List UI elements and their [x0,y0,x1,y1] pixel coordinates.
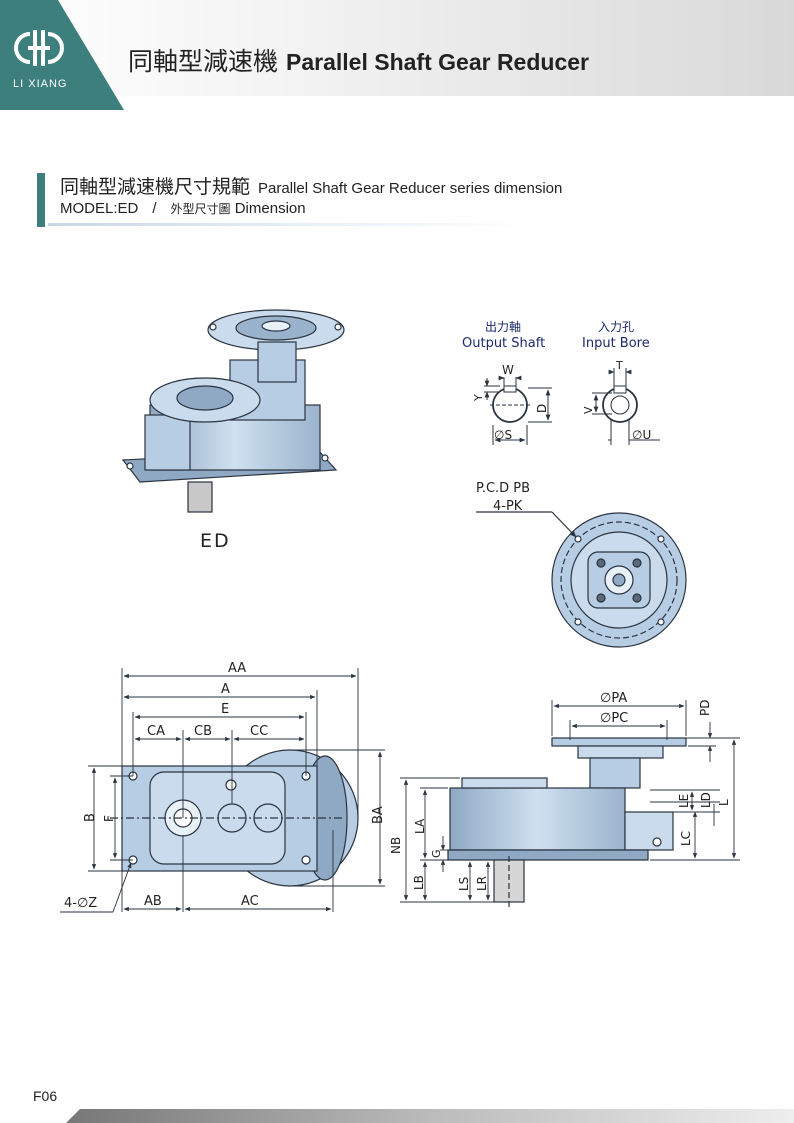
dimension-label-zh: 外型尺寸圖 [170,202,231,216]
dim-A: A [221,682,230,697]
dim-Z: 4-∅Z [64,896,97,911]
dim-CA: CA [147,724,165,739]
dim-E: E [221,702,229,717]
dim-CC: CC [250,724,268,739]
dim-U: ∅U [632,428,651,442]
logo-panel [0,0,124,110]
section-subtitle: MODEL:ED / 外型尺寸圖 Dimension [60,200,306,217]
dim-T: T [615,359,623,372]
dim-NB: NB [389,837,403,854]
output-shaft-diagram [484,375,552,445]
model-label: MODEL:ED [60,200,139,217]
holes-label: 4-PK [493,499,523,514]
dim-B: B [83,813,98,822]
page-number: F06 [33,1088,58,1104]
dim-PC: ∅PC [600,711,628,726]
dim-LD: LD [699,792,713,808]
product-label: ED [200,530,231,552]
dim-BA: BA [371,806,386,824]
section-accent-bar [37,173,45,227]
input-bore-label-en: Input Bore [582,336,650,351]
dimension-label-en: Dimension [234,200,306,217]
dim-CB: CB [194,724,212,739]
dim-AB: AB [144,894,162,909]
page-title: 同軸型減速機 Parallel Shaft Gear Reducer [128,42,589,78]
dim-LB: LB [412,875,426,890]
section-title-en: Parallel Shaft Gear Reducer series dimen… [258,180,563,197]
dim-AA: AA [228,661,246,676]
logo-text: LI XIANG [13,78,68,90]
input-bore-label-zh: 入力孔 [598,320,634,334]
dim-AC: AC [241,894,259,909]
front-view-dimensions [60,668,385,913]
dim-W: W [502,363,514,377]
page-title-zh: 同軸型減速機 [128,47,279,76]
dim-LC: LC [679,831,693,846]
product-3d-image [121,309,345,513]
dim-L: L [717,799,731,806]
dim-Y: Y [472,394,485,402]
dim-S: ∅S [494,428,512,442]
dim-F: F [102,815,116,822]
section-title-zh: 同軸型減速機尺寸規範 [60,176,251,198]
section-title: 同軸型減速機尺寸規範 Parallel Shaft Gear Reducer se… [60,172,562,199]
lixiang-logo-icon [14,30,64,66]
dim-D: D [535,404,549,413]
dim-LR: LR [475,876,489,891]
dim-G: G [430,849,443,858]
section-underline [48,223,538,226]
dim-PD: PD [698,700,712,716]
side-view [447,737,687,908]
footer-bar [66,1109,794,1123]
output-shaft-label-zh: 出力軸 [485,320,521,334]
pcd-label: P.C.D PB [476,481,530,496]
separator: / [152,200,157,217]
input-bore-diagram [592,368,660,445]
flange-view [476,511,687,648]
dim-LE: LE [677,794,691,808]
dim-LS: LS [457,877,471,891]
dim-LA: LA [413,818,427,834]
page-title-en: Parallel Shaft Gear Reducer [286,49,589,75]
output-shaft-label-en: Output Shaft [462,336,545,351]
dim-PA: ∅PA [600,691,627,706]
dim-V: V [582,406,595,414]
header-band [0,0,794,96]
side-view-dimensions [400,700,740,903]
front-view [110,749,359,887]
